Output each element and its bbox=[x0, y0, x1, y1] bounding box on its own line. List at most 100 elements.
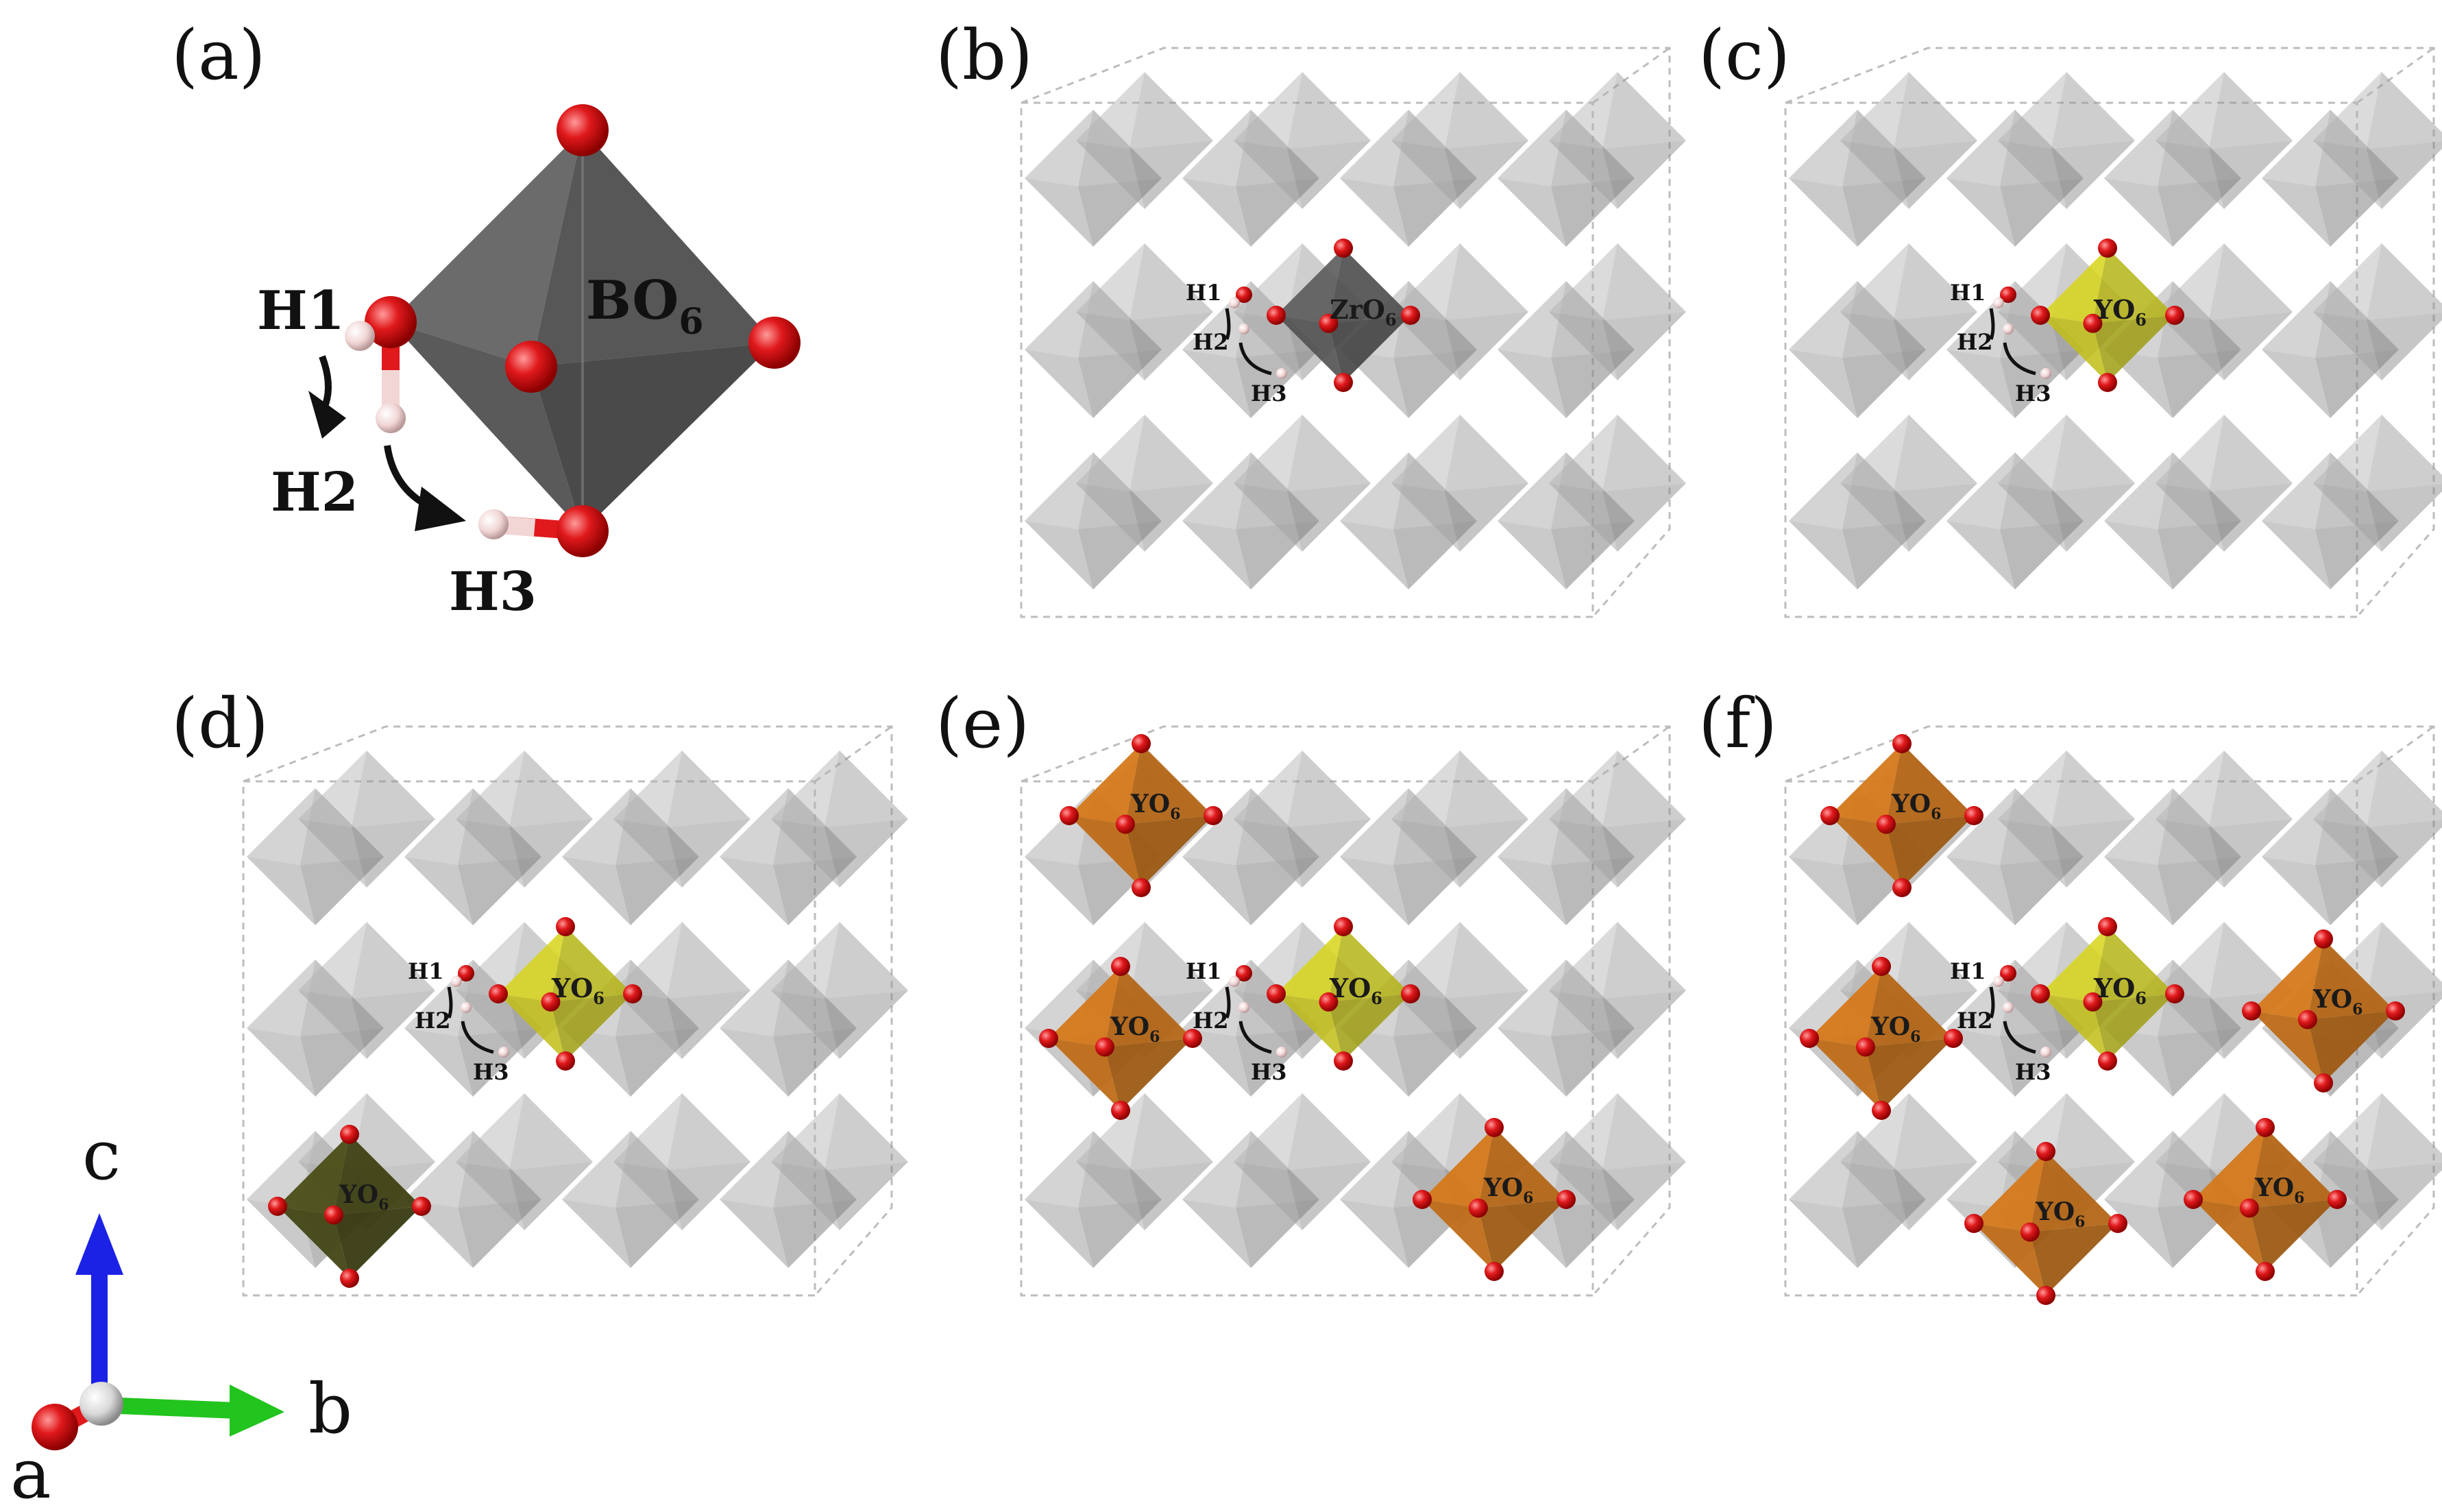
oxygen-atom bbox=[1944, 1029, 1963, 1048]
site-label-h2: H2 bbox=[1957, 1008, 1993, 1034]
oxygen-atom bbox=[1132, 878, 1151, 897]
site-label-h2: H2 bbox=[1193, 329, 1229, 355]
octahedron-face bbox=[2313, 819, 2382, 888]
site-label-h1: H1 bbox=[1186, 958, 1222, 984]
octahedron-face bbox=[2209, 243, 2293, 320]
octahedron-face bbox=[1234, 751, 1302, 827]
octahedron-face bbox=[613, 1093, 682, 1170]
oxygen-atom bbox=[556, 917, 575, 936]
octahedron-face bbox=[1445, 751, 1528, 827]
gray-octahedron bbox=[1840, 72, 1977, 209]
oxygen-atom bbox=[1236, 286, 1252, 303]
octahedron-face bbox=[1391, 243, 1460, 320]
hop-arrow bbox=[1989, 986, 1995, 1019]
octahedron-face bbox=[1946, 857, 2015, 925]
oxygen-atom bbox=[2108, 1214, 2127, 1233]
octahedron-face bbox=[2307, 939, 2395, 1020]
hydrogen-atom bbox=[1276, 368, 1287, 379]
octahedron-face bbox=[1840, 483, 1909, 552]
hop-arrow bbox=[1225, 308, 1231, 340]
octahedron-face bbox=[771, 1162, 840, 1230]
oxygen-atom bbox=[1872, 957, 1891, 976]
substituted-octahedron-label: YO6 bbox=[1483, 1173, 1533, 1207]
oxygen-atom bbox=[1183, 1029, 1202, 1048]
octahedron-face bbox=[1025, 110, 1093, 186]
substituted-octahedron bbox=[1974, 1151, 2118, 1295]
octahedron-face bbox=[1234, 1162, 1302, 1230]
oxygen-atom bbox=[2020, 1222, 2040, 1242]
octahedron-face bbox=[1809, 1038, 1881, 1110]
central-octahedron-label: YO6 bbox=[2093, 973, 2147, 1008]
octahedron-face bbox=[1049, 1038, 1121, 1110]
octahedron-face bbox=[1549, 141, 1617, 209]
gray-octahedron bbox=[2313, 243, 2442, 380]
octahedron-face bbox=[1287, 819, 1371, 888]
axis-triad: c b a bbox=[10, 1115, 352, 1512]
gray-octahedron bbox=[1234, 72, 1371, 209]
octahedron-face bbox=[1894, 141, 1977, 209]
oct-face-bottom-left bbox=[391, 322, 583, 531]
substituted-octahedron bbox=[278, 1134, 422, 1278]
octahedron-face bbox=[1549, 483, 1617, 552]
octahedron-face bbox=[333, 1134, 422, 1215]
gray-octahedron bbox=[2313, 72, 2442, 209]
octahedron-face bbox=[2193, 1127, 2265, 1208]
octahedron-face bbox=[2313, 751, 2382, 827]
octahedron-face bbox=[720, 1028, 788, 1097]
hop-arrow bbox=[1989, 308, 1995, 340]
gray-octahedron bbox=[1234, 415, 1371, 552]
octahedron-face bbox=[2251, 1011, 2323, 1083]
octahedron-face bbox=[2313, 72, 2382, 149]
oct-face-bottom-right bbox=[531, 343, 774, 531]
octahedron-face bbox=[352, 990, 435, 1059]
octahedron-face bbox=[2104, 452, 2173, 529]
gray-octahedron bbox=[771, 751, 908, 888]
oxygen-atom bbox=[1556, 1190, 1576, 1209]
oxygen-atom bbox=[323, 1205, 343, 1225]
oxygen-atom bbox=[1334, 1051, 1353, 1071]
substituted-octahedron bbox=[1809, 966, 1953, 1110]
gray-octahedron bbox=[2313, 1093, 2442, 1230]
central-octahedron-label: YO6 bbox=[2093, 294, 2147, 330]
oxygen-atom bbox=[1485, 1262, 1504, 1281]
octahedron-face bbox=[1830, 744, 1902, 825]
octahedron-face bbox=[1391, 1093, 1460, 1170]
octahedron-face bbox=[1830, 816, 1902, 888]
oxygen-atom bbox=[1334, 373, 1353, 392]
hydrogen-atom bbox=[1993, 297, 2004, 308]
octahedron-face bbox=[2156, 1093, 2224, 1170]
substituted-octahedron-label: YO6 bbox=[339, 1180, 389, 1214]
octahedron-face bbox=[1130, 72, 1213, 149]
hop-arrow bbox=[447, 986, 453, 1019]
octahedron-face bbox=[2209, 141, 2293, 209]
octahedron-face bbox=[2367, 1093, 2442, 1170]
octahedron-face bbox=[1946, 521, 2015, 589]
oxygen-atom bbox=[2000, 965, 2016, 981]
hop-arrow bbox=[1225, 986, 1231, 1019]
octahedron-face bbox=[1445, 243, 1528, 320]
octahedron-face bbox=[404, 1028, 473, 1097]
octahedron-face bbox=[720, 960, 788, 1036]
octahedron-face bbox=[1234, 819, 1302, 888]
octahedron-face bbox=[1076, 72, 1145, 149]
oxygen-atom bbox=[1413, 1190, 1432, 1209]
octahedron-face bbox=[1025, 788, 1093, 865]
octahedron-face bbox=[1946, 110, 2015, 186]
octahedron-face bbox=[1287, 1162, 1371, 1230]
hop-arrow bbox=[2003, 1021, 2036, 1054]
octahedron-face bbox=[1182, 1028, 1251, 1097]
panel-label-c: (c) bbox=[1698, 15, 1790, 95]
site-label-h3: H3 bbox=[1251, 380, 1287, 406]
octahedron-face bbox=[1234, 415, 1302, 491]
octahedron-face bbox=[2307, 1011, 2395, 1083]
panel-label-a: (a) bbox=[171, 15, 266, 95]
octahedron-face bbox=[562, 857, 631, 925]
octahedron-face bbox=[333, 1206, 422, 1278]
site-label-h3: H3 bbox=[2015, 380, 2051, 406]
octahedron-face bbox=[550, 927, 633, 1002]
octahedron-face bbox=[2313, 1162, 2382, 1230]
hydrogen-atom bbox=[478, 509, 509, 539]
octahedron-face bbox=[1998, 751, 2066, 827]
site-label-h1: H1 bbox=[408, 958, 444, 984]
octahedron-face bbox=[720, 1199, 788, 1268]
